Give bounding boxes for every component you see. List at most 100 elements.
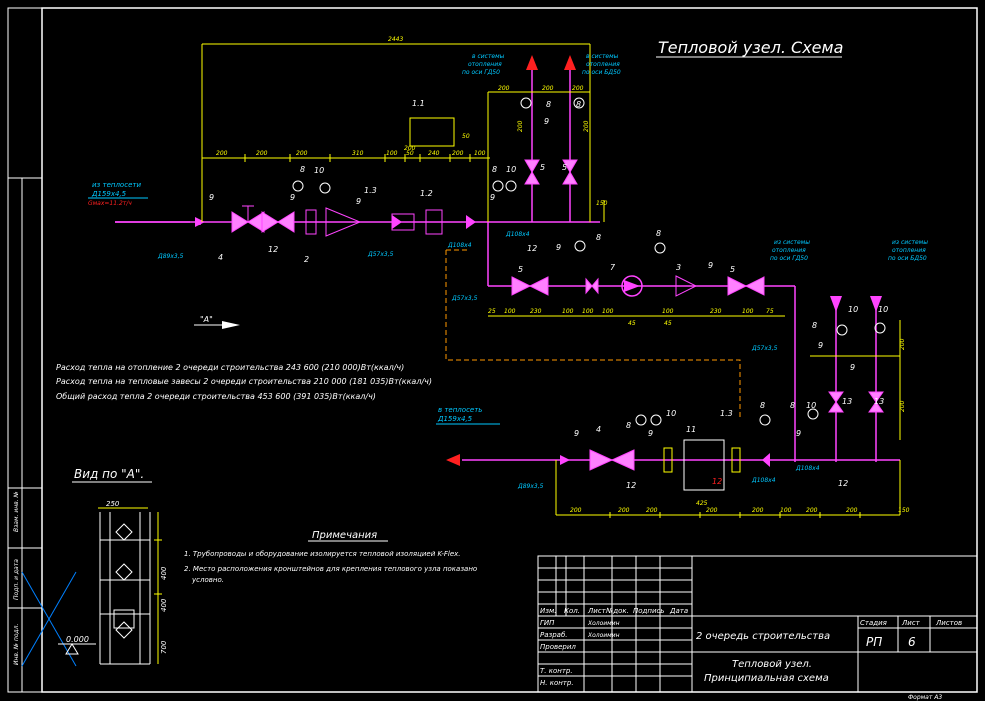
from-heating-gd-3: по оси ГД50: [770, 255, 808, 262]
dim-top-10: 50: [462, 133, 470, 140]
note-2-cont: условно.: [191, 576, 224, 584]
down-arrow-icon-bd: [870, 296, 882, 312]
item-4-top: 4: [218, 253, 223, 262]
note-1: 1. Трубопроводы и оборудование изолирует…: [184, 550, 461, 558]
dimension-lines: [201, 43, 901, 516]
heat-line-2: Расход тепла на тепловые завесы 2 очеред…: [56, 377, 432, 386]
mud-trap-11: [683, 439, 725, 491]
down-arrow-icon-gd: [830, 296, 842, 312]
from-network-label: из теплосети: [92, 181, 141, 189]
dim-top-1: 200: [256, 150, 268, 157]
bottom-flow-arrow-icon: [560, 455, 570, 465]
tb-header-list: Лист: [587, 607, 607, 615]
pressure-gauges-right: [807, 322, 886, 420]
item-9-h: 9: [574, 429, 579, 438]
dimension-ticks: [244, 154, 861, 518]
item-9-k: 9: [818, 341, 823, 350]
note-2: 2. Место расположения кронштейнов для кр…: [184, 565, 477, 573]
pipe-d57-right: Д57х3,5: [751, 345, 778, 352]
item-1-3b: 1.3: [720, 409, 733, 418]
dim-riser-1: 200: [542, 85, 554, 92]
dim-mid-10: 100: [742, 308, 754, 315]
item-10-b: 10: [506, 165, 516, 174]
return-arrow-icon: [446, 454, 460, 466]
item-12-e: 12: [838, 479, 848, 488]
dim-top-9: 100: [474, 150, 486, 157]
from-heating-bd-2: отопления: [892, 247, 926, 254]
view-a-dims: [98, 507, 162, 664]
item-10-d: 10: [806, 401, 816, 410]
dim-riser-2: 200: [572, 85, 584, 92]
heat-meter-1-1: [409, 117, 455, 147]
item-9-a: 9: [209, 193, 214, 202]
dim-top-0: 200: [216, 150, 228, 157]
pressure-gauges-top: [292, 97, 585, 194]
dim-mid-4: 100: [582, 308, 594, 315]
tb-header-izm: Изм.: [540, 607, 556, 615]
view-a-dim-250: 250: [106, 500, 120, 508]
check-icon-2: [392, 215, 402, 229]
tb-header-date: Дата: [669, 607, 688, 615]
item-1-2: 1.2: [420, 189, 433, 198]
pipe-d57-mid: Д57х3,5: [451, 295, 478, 302]
view-a-title: Вид по "А".: [74, 467, 144, 481]
gate-valve-4b-top: [261, 211, 295, 233]
dim-mid-9: 230: [710, 308, 722, 315]
item-5-riser-b: 5: [562, 163, 567, 172]
item-11: 11: [686, 425, 696, 434]
item-9-i: 9: [648, 429, 653, 438]
item-9-l: 9: [850, 363, 855, 372]
pump-icon: [624, 280, 640, 292]
dim-bot-5: 200: [752, 507, 764, 514]
tb-header-kol: Кол.: [564, 607, 580, 615]
tb-sheet-title-1: Тепловой узел.: [732, 659, 812, 670]
gate-valve-4-bottom: [589, 449, 635, 471]
item-4-bottom: 4: [596, 425, 601, 434]
item-5-left: 5: [518, 265, 523, 274]
tb-stage-label: Стадия: [860, 619, 887, 627]
tb-sheets-label: Листов: [935, 619, 962, 627]
from-heating-bd-1: из системы: [892, 239, 928, 246]
dim-bot-7: 200: [806, 507, 818, 514]
item-7: 7: [610, 263, 616, 272]
flow-arrow-icon: [195, 217, 205, 227]
tb-role-prov: Проверил: [540, 643, 576, 651]
item-9-j: 9: [796, 429, 801, 438]
dim-v-2: 200: [517, 120, 524, 132]
item-8-i: 8: [626, 421, 631, 430]
dim-total: 2443: [388, 36, 403, 43]
tb-name-razrab: Холоимин: [587, 632, 620, 639]
return-risers: [794, 286, 877, 462]
dim-bot-0: 200: [570, 507, 582, 514]
dim-top-2: 200: [296, 150, 308, 157]
dim-top-6: 200: [404, 145, 416, 152]
tb-header-doc: №док.: [605, 607, 629, 615]
item-9-g: 9: [708, 261, 713, 270]
tb-role-gip: ГИП: [540, 619, 555, 627]
dim-bot-8: 200: [846, 507, 858, 514]
dim-v-0: 200: [899, 338, 906, 350]
tb-sheet: 6: [908, 635, 916, 649]
dim-riser-0: 200: [498, 85, 510, 92]
dim-mid-11: 75: [766, 308, 774, 315]
side-stamp-3: Инв. № подл.: [13, 624, 20, 665]
item-8-d: 8: [656, 229, 661, 238]
side-stamp-2: Подп. и дата: [13, 559, 20, 600]
check-icon-3: [762, 453, 770, 467]
pump-7: [621, 275, 643, 297]
flange-bottom-2: [731, 447, 741, 473]
from-network-pipe: Д159х4,5: [91, 190, 127, 198]
dim-bot-6: 100: [780, 507, 792, 514]
gate-valve-4-top: [231, 205, 265, 233]
pipe-d108-2: Д108х4: [505, 231, 530, 238]
item-5-riser-a: 5: [540, 163, 545, 172]
up-arrow-icon-gd: [526, 55, 538, 70]
item-8-j: 8: [760, 401, 765, 410]
flange-bottom-1: [663, 447, 673, 473]
view-a-dim-400b: 400: [160, 598, 168, 612]
from-network-flow: Gмах=11.2т/ч: [88, 200, 132, 207]
item-10-a: 10: [314, 166, 324, 175]
dim-bot-2: 200: [646, 507, 658, 514]
pipe-d108-4: Д108х4: [795, 465, 820, 472]
dim-mid-2: 230: [530, 308, 542, 315]
